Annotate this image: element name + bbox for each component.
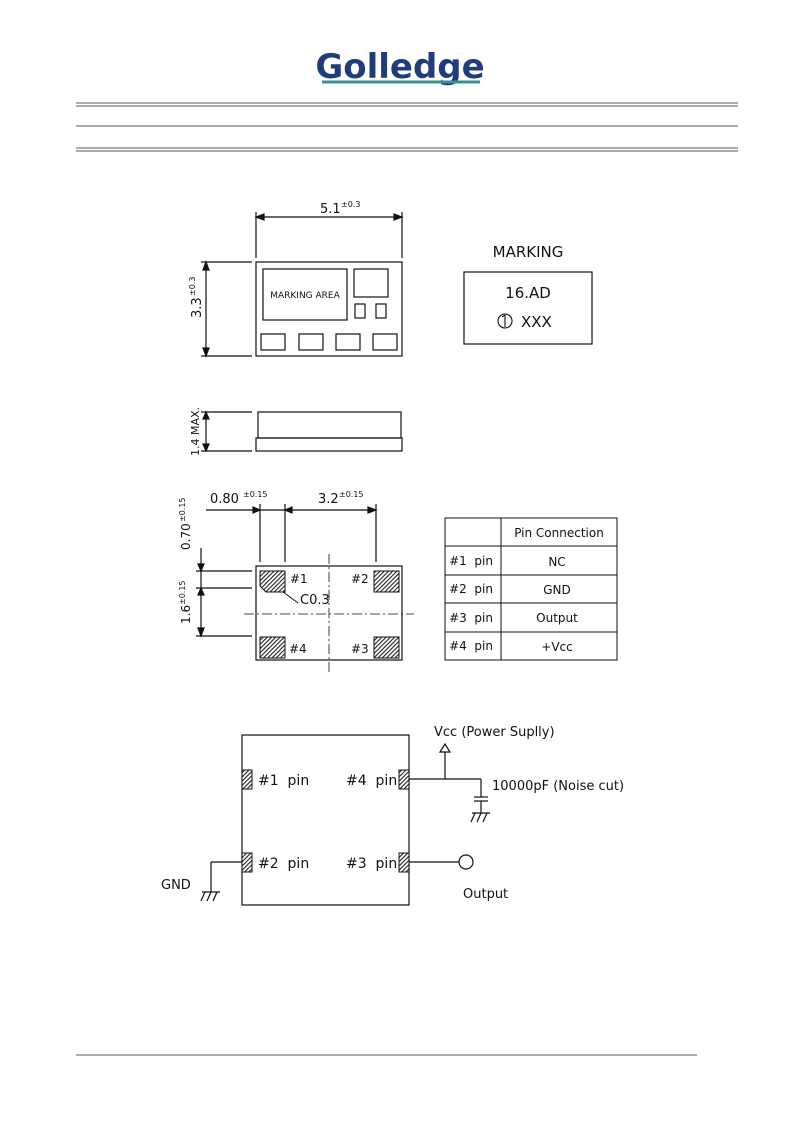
chamfer-label: C0.3	[300, 593, 330, 608]
pad-pitch-tol: ±0.15	[339, 490, 364, 499]
top-view	[201, 212, 404, 358]
pin-table-connection: GND	[543, 583, 571, 597]
top-pad	[260, 333, 286, 351]
circuit-pads	[241, 769, 410, 873]
pad-height-value: 1.6	[179, 605, 193, 624]
marking-frame	[463, 271, 593, 345]
bottom-outline	[255, 565, 403, 661]
top-pad	[335, 333, 361, 351]
marking-area-label: MARKING AREA	[270, 291, 340, 301]
top-height-tol: ±0.3	[188, 277, 197, 296]
output-label: Output	[463, 887, 508, 902]
pad-offset-tol: ±0.15	[178, 497, 187, 522]
top-width-tol: ±0.3	[341, 200, 360, 209]
cap-label: 10000pF (Noise cut)	[492, 779, 624, 794]
circuit-pad-1	[241, 769, 253, 790]
pin-table	[444, 517, 618, 661]
circuit-pad-4	[398, 769, 410, 790]
pin-label-2: #2	[351, 572, 369, 586]
side-base	[255, 437, 403, 452]
top-small-pad	[354, 303, 366, 319]
top-height-value: 3.3	[190, 297, 205, 318]
gnd-label: GND	[161, 878, 191, 893]
company-logo: Golledge	[315, 47, 484, 87]
pin-table-row: #4 pin +Vcc	[449, 639, 573, 654]
circuit-pin4-label: #4 pin	[346, 773, 397, 789]
pin-label-3: #3	[351, 642, 369, 656]
top-small-box	[353, 268, 389, 298]
logo-text: Golledge	[315, 47, 484, 87]
pin-label-4: #4	[289, 642, 307, 656]
pin1-indicator-icon	[497, 313, 513, 329]
circuit-pad-2	[241, 852, 253, 873]
marking-line2: XXX	[521, 313, 552, 331]
marking-title: MARKING	[493, 243, 564, 261]
pin-table-pin: #4 pin	[449, 639, 493, 653]
vcc-label: Vcc (Power Suplly)	[434, 725, 555, 740]
top-pad	[372, 333, 398, 351]
pin-table-connection: NC	[548, 555, 565, 569]
pad-4	[259, 636, 286, 659]
side-body	[257, 411, 402, 439]
top-small-pad	[375, 303, 387, 319]
circuit-pin2-label: #2 pin	[258, 856, 309, 872]
side-height-label: 1.4 MAX.	[189, 407, 202, 456]
top-pad	[298, 333, 324, 351]
application-circuit	[200, 734, 490, 906]
package-outline	[255, 261, 403, 357]
circuit-pin3-label: #3 pin	[346, 856, 397, 872]
pin-table-connection: +Vcc	[541, 640, 572, 654]
pin-table-row: #1 pin NC	[449, 554, 566, 569]
circuit-package	[241, 734, 410, 906]
pad-width-tol: ±0.15	[243, 490, 268, 499]
pin-table-pin: #2 pin	[449, 582, 493, 596]
marking-box: MARKING 16.AD XXX	[463, 243, 593, 345]
side-view	[201, 410, 403, 453]
pin-label-1: #1	[290, 572, 308, 586]
circuit-pin1-label: #1 pin	[258, 773, 309, 789]
marking-area-box	[262, 268, 348, 321]
pad-offset-value: 0.70	[179, 523, 193, 550]
pad-2	[373, 570, 400, 593]
pad-3	[373, 636, 400, 659]
pad-pitch-value: 3.2	[318, 492, 339, 507]
pin-table-header: Pin Connection	[514, 526, 604, 540]
pin-table-row: #3 pin Output	[449, 611, 578, 625]
pin-table-pin: #1 pin	[449, 554, 493, 568]
bottom-pads	[259, 570, 400, 659]
pad-1	[259, 570, 286, 593]
pin-table-connection: Output	[536, 611, 578, 625]
pin-table-row: #2 pin GND	[449, 582, 571, 597]
pad-height-tol: ±0.15	[178, 580, 187, 605]
pad-width-value: 0.80	[210, 492, 239, 507]
pin-table-pin: #3 pin	[449, 611, 493, 625]
circuit-pad-3	[398, 852, 410, 873]
marking-line1: 16.AD	[505, 284, 551, 302]
bottom-view	[196, 504, 414, 672]
header-rules	[76, 102, 738, 152]
top-width-value: 5.1	[320, 202, 341, 217]
